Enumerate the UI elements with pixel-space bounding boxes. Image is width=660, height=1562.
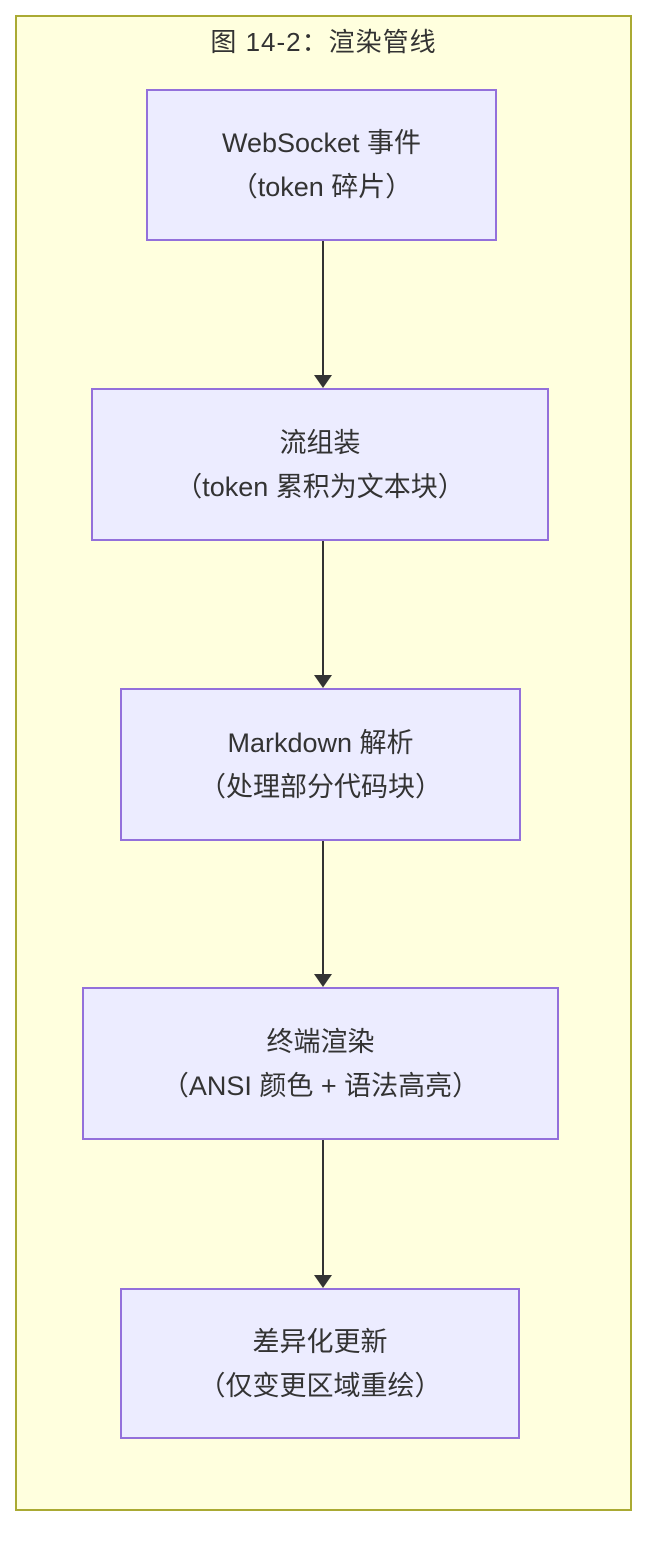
node-sublabel: （token 碎片） [230, 172, 413, 202]
node-websocket-events: WebSocket 事件 （token 碎片） [146, 89, 497, 241]
node-label: 终端渲染 [266, 1026, 375, 1057]
node-label: Markdown 解析 [227, 727, 414, 758]
arrow-markdown-to-terminal [313, 841, 333, 987]
node-diff-update: 差异化更新 （仅变更区域重绘） [120, 1288, 520, 1439]
arrow-websocket-to-assembly [313, 241, 333, 388]
arrowhead-down-icon [314, 675, 332, 688]
arrow-assembly-to-markdown [313, 541, 333, 688]
node-markdown-parse: Markdown 解析 （处理部分代码块） [120, 688, 521, 841]
node-label: 差异化更新 [252, 1326, 388, 1357]
arrow-line [322, 241, 324, 375]
node-sublabel: （ANSI 颜色 + 语法高亮） [161, 1070, 480, 1101]
node-sublabel: （token 累积为文本块） [175, 471, 465, 502]
arrowhead-down-icon [314, 375, 332, 388]
arrow-line [322, 541, 324, 675]
arrow-line [322, 841, 324, 974]
node-label: 流组装 [279, 427, 361, 458]
arrow-terminal-to-diff [313, 1140, 333, 1288]
node-sublabel: （仅变更区域重绘） [198, 1370, 442, 1401]
arrowhead-down-icon [314, 974, 332, 987]
figure-title: 图 14-2：渲染管线 [210, 27, 437, 57]
node-sublabel: （处理部分代码块） [199, 771, 442, 802]
arrow-line [322, 1140, 324, 1275]
node-terminal-render: 终端渲染 （ANSI 颜色 + 语法高亮） [82, 987, 559, 1140]
arrowhead-down-icon [314, 1275, 332, 1288]
node-stream-assembly: 流组装 （token 累积为文本块） [91, 388, 549, 541]
node-label: WebSocket 事件 [221, 128, 422, 158]
